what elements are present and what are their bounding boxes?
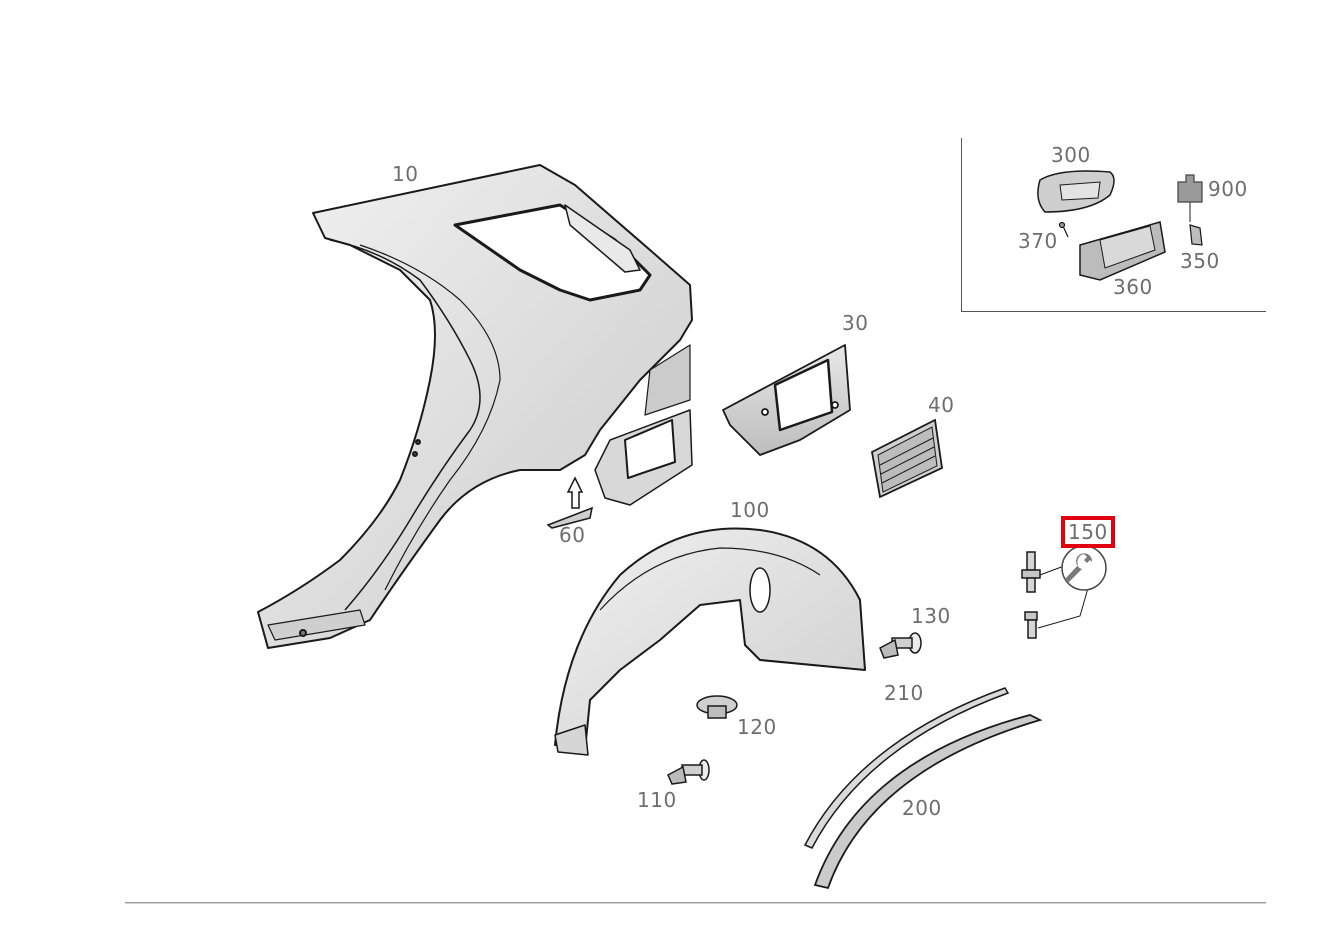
callout-300[interactable]: 300 <box>1051 143 1091 167</box>
callout-210[interactable]: 210 <box>884 681 924 705</box>
callout-130[interactable]: 130 <box>911 604 951 628</box>
reinforcement-part-60[interactable] <box>546 476 594 529</box>
housing-part-360[interactable] <box>1079 221 1166 281</box>
clip-part-110[interactable] <box>667 759 710 785</box>
callout-900[interactable]: 900 <box>1208 177 1248 201</box>
cover-part-300[interactable] <box>1037 170 1115 213</box>
detail-inset-frame <box>961 138 1266 312</box>
bolt-set-part-150[interactable] <box>1021 551 1089 639</box>
trim-strip-part-210[interactable] <box>803 687 1010 849</box>
wheel-arch-liner-part-100[interactable] <box>554 527 866 756</box>
vent-grille-part-40[interactable] <box>870 418 943 499</box>
callout-370[interactable]: 370 <box>1018 229 1058 253</box>
callout-360[interactable]: 360 <box>1113 275 1153 299</box>
screw-part-370[interactable] <box>1058 221 1069 238</box>
callout-100[interactable]: 100 <box>730 498 770 522</box>
plug-part-120[interactable] <box>696 695 738 719</box>
callout-150-selected[interactable]: 150 <box>1061 516 1115 548</box>
callout-40[interactable]: 40 <box>928 393 955 417</box>
callout-30[interactable]: 30 <box>842 311 869 335</box>
sensor-icon <box>1177 174 1203 222</box>
callout-350[interactable]: 350 <box>1180 249 1220 273</box>
callout-60[interactable]: 60 <box>559 523 586 547</box>
actuator-part-350[interactable] <box>1189 224 1203 246</box>
callout-120[interactable]: 120 <box>737 715 777 739</box>
wheel-arch-trim-part-200[interactable] <box>813 714 1043 890</box>
bottom-divider <box>125 902 1266 904</box>
wrench-icon <box>1061 545 1107 591</box>
inner-panel-part-30[interactable] <box>722 344 851 456</box>
callout-10[interactable]: 10 <box>392 162 419 186</box>
clip-part-130[interactable] <box>879 632 922 659</box>
callout-200[interactable]: 200 <box>902 796 942 820</box>
side-panel-part-10[interactable] <box>257 164 693 649</box>
callout-110[interactable]: 110 <box>637 788 677 812</box>
